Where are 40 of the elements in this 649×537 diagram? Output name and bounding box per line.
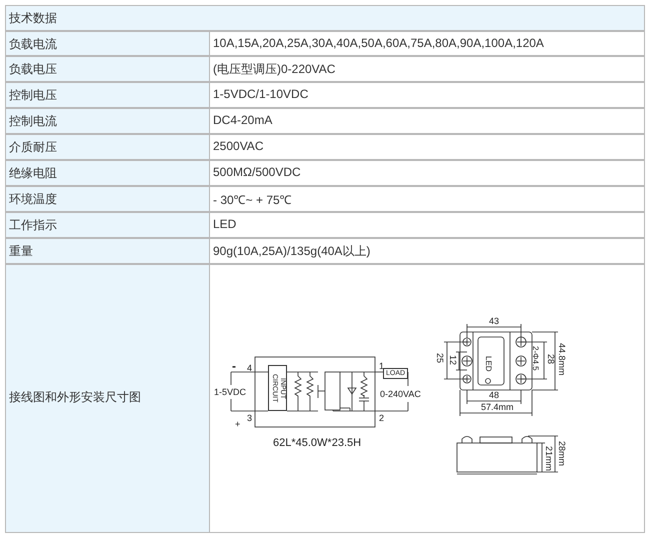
row-label: 环境温度 (5, 186, 210, 212)
row-label: 介质耐压 (5, 134, 210, 160)
row-label: 控制电压 (5, 82, 210, 108)
dimension-label: 25 (435, 353, 444, 364)
dimension-label: 57.4mm (481, 403, 514, 412)
row-label: 绝缘电阻 (5, 160, 210, 186)
dimension-label: 21mm (544, 446, 553, 472)
indicator-label: LED (484, 356, 492, 372)
value-cell: 90g(10A,25A)/135g(40A以上) (209, 238, 645, 264)
table-header-cell: 技术数据 (5, 5, 645, 31)
value-cell: 500MΩ/500VDC (209, 160, 645, 186)
value-cell: 10A,15A,20A,25A,30A,40A,50A,60A,75A,80A,90A,100A,120A (209, 31, 645, 56)
dimension-label: 43 (489, 317, 500, 326)
dimension-label: 62L*45.0W*23.5H (273, 438, 362, 449)
dimension-label: 12 (448, 355, 457, 366)
row-label: 接线图和外形安装尺寸图 (5, 264, 210, 533)
terminal-number: 2 (379, 414, 384, 423)
value-cell: DC4-20mA (209, 108, 645, 134)
polarity-sign: + (235, 420, 240, 429)
terminal-number: 3 (247, 414, 252, 423)
row-label: 工作指示 (5, 212, 210, 238)
dimension-label: 2-Φ4.5 (531, 346, 539, 371)
row-label: 负载电压 (5, 56, 210, 82)
row-label: 负载电流 (5, 31, 210, 56)
value-cell: LED (209, 212, 645, 238)
voltage-label: 1-5VDC (214, 388, 246, 397)
row-label: 重量 (5, 238, 210, 264)
value-cell: 2500VAC (209, 134, 645, 160)
dimension-label: 28 (546, 354, 555, 364)
value-cell: 1-5VDC/1-10VDC (209, 82, 645, 108)
value-cell: - 30℃~ + 75℃ (209, 186, 645, 212)
dimension-label: 44.8mm (557, 343, 566, 376)
polarity-sign: - (232, 360, 236, 372)
terminal-number: 4 (247, 364, 252, 373)
dimension-label: 28mm (557, 441, 566, 466)
voltage-label: 0-240VAC (380, 390, 421, 399)
value-cell: (电压型调压)0-220VAC (209, 56, 645, 82)
terminal-number: 1 (379, 362, 384, 371)
row-label: 控制电流 (5, 108, 210, 134)
dimension-label: 48 (489, 391, 500, 400)
